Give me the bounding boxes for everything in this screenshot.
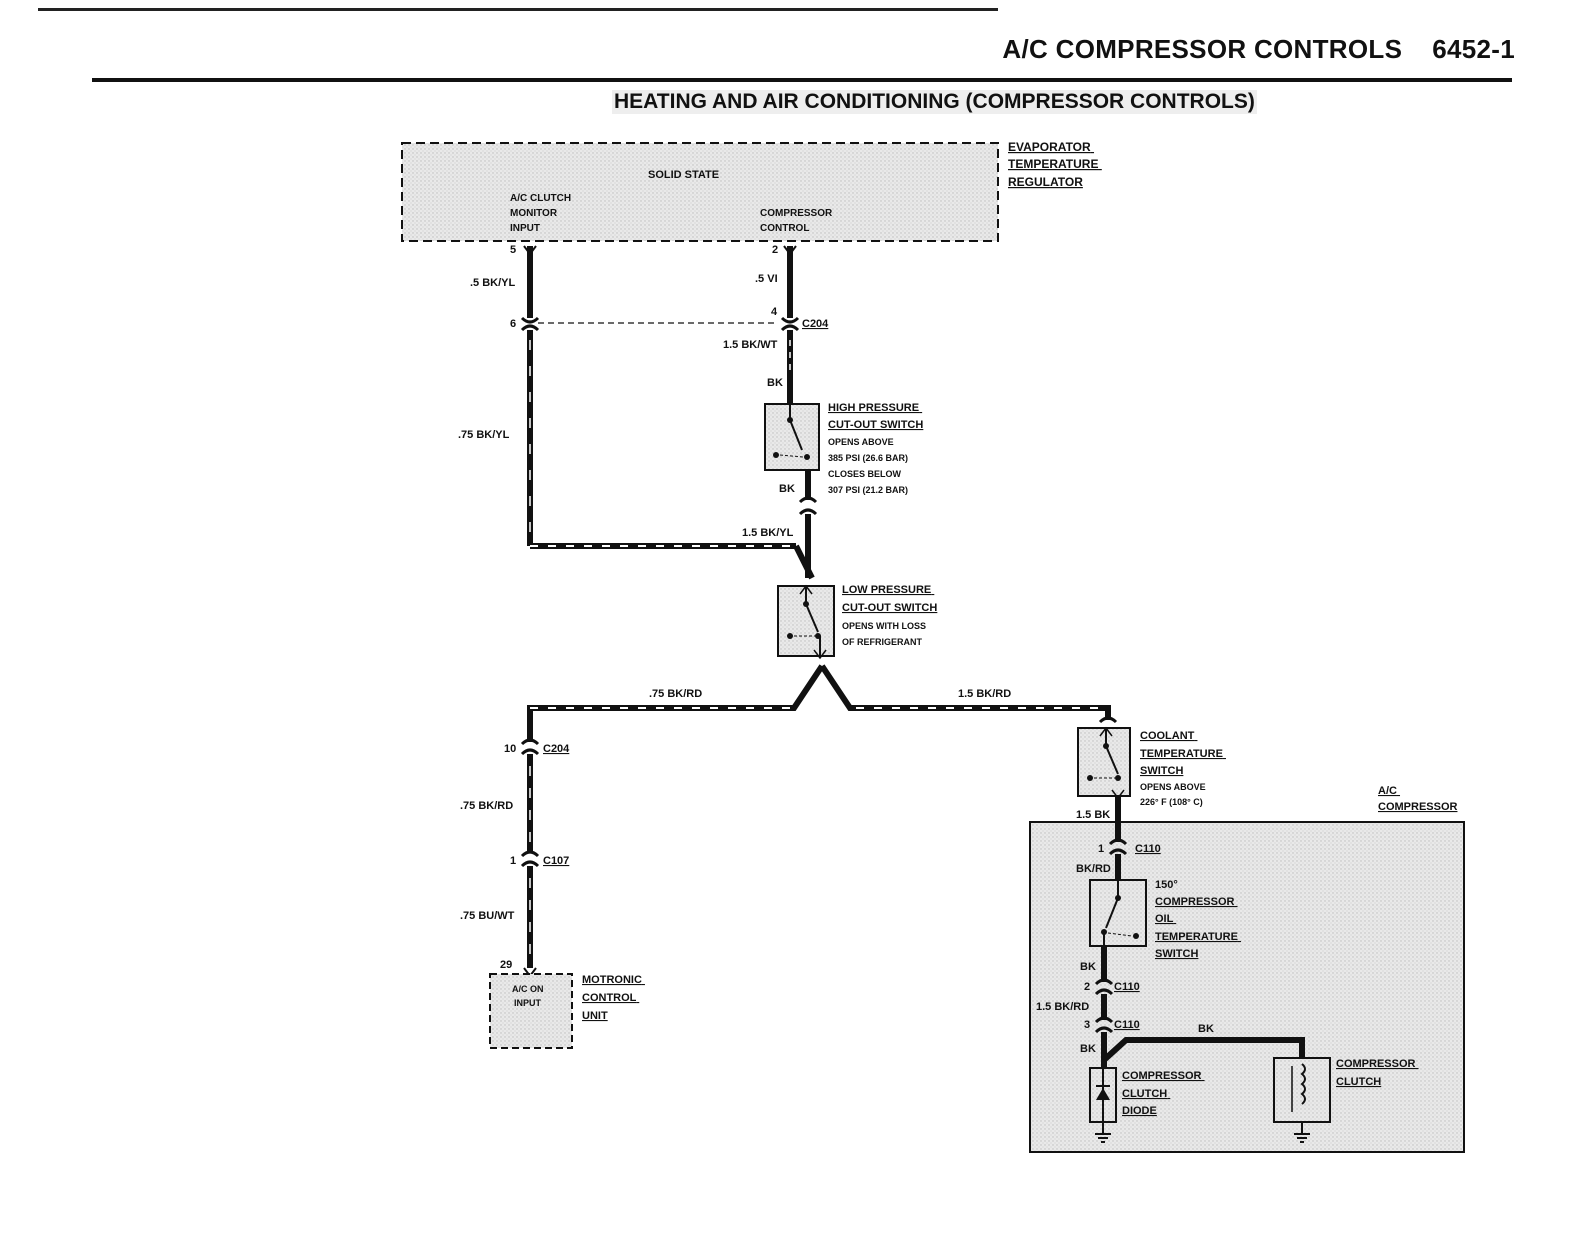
wire-label-2: .5 VI — [755, 273, 778, 285]
low-pressure-cutout-switch: LOW PRESSURE CUT-OUT SWITCH OPENS WITH L… — [777, 584, 937, 660]
wire-label-5: .75 BK/YL — [458, 429, 510, 441]
c110-c-pin: 3 — [1084, 1019, 1090, 1031]
diagram-title: HEATING AND AIR CONDITIONING (COMPRESSOR… — [612, 90, 1257, 114]
c204-left-name: C204 — [543, 743, 570, 755]
low-pressure-switch-name: LOW PRESSURE CUT-OUT SWITCH — [842, 584, 937, 614]
wire-label-14: BK — [1080, 961, 1096, 973]
clutch-diode-name: COMPRESSOR CLUTCH DIODE — [1122, 1070, 1205, 1117]
header-rule — [92, 78, 1512, 82]
c204-pin-4: 4 — [771, 306, 778, 318]
motronic-name: MOTRONIC CONTROL UNIT — [582, 974, 645, 1022]
high-pressure-switch-name: HIGH PRESSURE CUT-OUT SWITCH — [828, 402, 923, 431]
wire-compressor-lower — [1094, 946, 1305, 1068]
connector-labels: 4 6 C204 10 C204 1 C107 1 C110 2 C110 3 … — [504, 306, 1161, 1031]
c110-a-pin: 1 — [1098, 843, 1104, 855]
high-pressure-switch-notes: OPENS ABOVE 385 PSI (26.6 BAR) CLOSES BE… — [828, 437, 911, 495]
regulator-inner-label: SOLID STATE — [648, 169, 719, 181]
page-number: 6452-1 — [1432, 34, 1515, 64]
high-pressure-cutout-switch: HIGH PRESSURE CUT-OUT SWITCH OPENS ABOVE… — [764, 402, 923, 495]
motronic-control-unit: 29 A/C ON INPUT MOTRONIC CONTROL UNIT — [489, 959, 645, 1049]
c204-left-pin: 10 — [504, 743, 516, 755]
wire-right-upper — [780, 245, 800, 404]
coolant-temperature-switch: COOLANT TEMPERATURE SWITCH OPENS ABOVE 2… — [1077, 726, 1226, 807]
c107-name: C107 — [543, 855, 569, 867]
c110-b-name: C110 — [1114, 981, 1140, 993]
wire-label-15: 1.5 BK/RD — [1036, 1001, 1089, 1013]
clutch-name: COMPRESSOR CLUTCH — [1336, 1058, 1419, 1088]
regulator-name: EVAPORATOR TEMPERATURE REGULATOR — [1008, 140, 1102, 189]
wire-labels: .5 BK/YL .5 VI 1.5 BK/WT BK .75 BK/YL BK… — [458, 273, 1214, 1055]
wire-label-4: BK — [767, 377, 783, 389]
coolant-switch-name: COOLANT TEMPERATURE SWITCH — [1140, 730, 1226, 777]
compressor-clutch-diode: COMPRESSOR CLUTCH DIODE — [1089, 1067, 1205, 1143]
wire-label-16: BK — [1080, 1043, 1096, 1055]
evaporator-temperature-regulator: SOLID STATE A/C CLUTCH MONITOR INPUT COM… — [401, 140, 1102, 256]
wire-label-11: .75 BU/WT — [460, 910, 515, 922]
c107-pin: 1 — [510, 855, 516, 867]
regulator-pin-left-label: A/C CLUTCH MONITOR INPUT — [510, 193, 574, 234]
regulator-pin-5: 5 — [510, 244, 516, 256]
regulator-pin-2: 2 — [772, 244, 778, 256]
low-pressure-switch-notes: OPENS WITH LOSS OF REFRIGERANT — [842, 621, 929, 647]
wire-label-6: BK — [779, 483, 795, 495]
coolant-switch-notes: OPENS ABOVE 226° F (108° C) — [1140, 782, 1208, 807]
wire-label-13: BK/RD — [1076, 863, 1111, 875]
wire-label-8: .75 BK/RD — [649, 688, 702, 700]
oil-switch-name: COMPRESSOR OIL TEMPERATURE SWITCH — [1155, 896, 1241, 960]
wire-compressor-feed — [1108, 796, 1128, 880]
ac-compressor-name: A/C COMPRESSOR — [1378, 785, 1458, 813]
regulator-pin-right-label: COMPRESSOR CONTROL — [760, 208, 835, 234]
c110-a-name: C110 — [1135, 843, 1161, 855]
top-rule — [38, 8, 998, 11]
wire-label-9: 1.5 BK/RD — [958, 688, 1011, 700]
wire-branch — [527, 664, 1118, 742]
c110-b-pin: 2 — [1084, 981, 1090, 993]
wire-label-10: .75 BK/RD — [460, 800, 513, 812]
motronic-pin: 29 — [500, 959, 512, 971]
wire-left-mid — [520, 324, 815, 580]
wire-left-upper — [520, 245, 540, 324]
motronic-inner-label: A/C ON INPUT — [512, 984, 546, 1008]
page-header: A/C COMPRESSOR CONTROLS 6452-1 — [1002, 34, 1515, 65]
wire-right-lower — [798, 470, 818, 578]
c110-c-name: C110 — [1114, 1019, 1140, 1031]
wire-label-3: 1.5 BK/WT — [723, 339, 778, 351]
c204-pin-6: 6 — [510, 318, 516, 330]
wire-left-lower — [520, 738, 540, 978]
wire-label-1: .5 BK/YL — [470, 277, 516, 289]
wire-label-12: 1.5 BK — [1076, 809, 1110, 821]
compressor-oil-temperature-switch: 150° COMPRESSOR OIL TEMPERATURE SWITCH — [1089, 879, 1241, 960]
oil-switch-prefix: 150° — [1155, 879, 1178, 891]
compressor-clutch: COMPRESSOR CLUTCH — [1273, 1057, 1419, 1143]
wire-label-17: BK — [1198, 1023, 1214, 1035]
section-title: A/C COMPRESSOR CONTROLS — [1002, 34, 1403, 64]
c204-top-name: C204 — [802, 318, 829, 330]
wire-label-7: 1.5 BK/YL — [742, 527, 794, 539]
